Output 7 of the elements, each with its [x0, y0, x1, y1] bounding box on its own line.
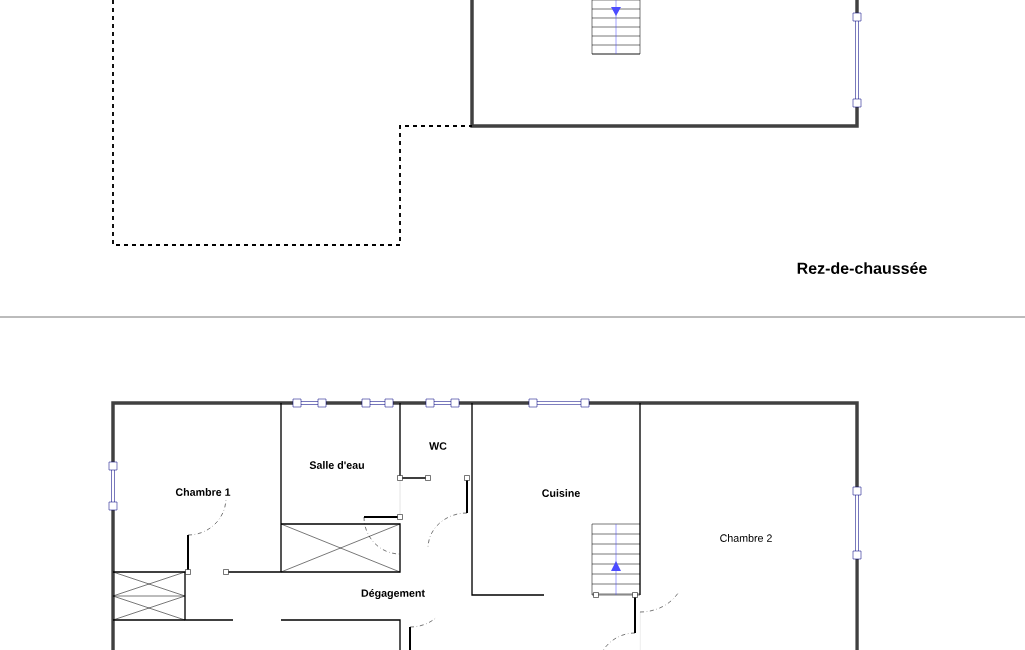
room-label: WC	[429, 442, 447, 450]
room-label: Dégagement	[361, 588, 425, 600]
room-label: Chambre 2	[720, 534, 772, 542]
room-label: Salle d'eau	[309, 461, 364, 469]
floor-label: Rez-de-chaussée	[797, 262, 927, 274]
room-label: Cuisine	[542, 489, 580, 497]
room-label: Chambre 1	[175, 488, 231, 496]
